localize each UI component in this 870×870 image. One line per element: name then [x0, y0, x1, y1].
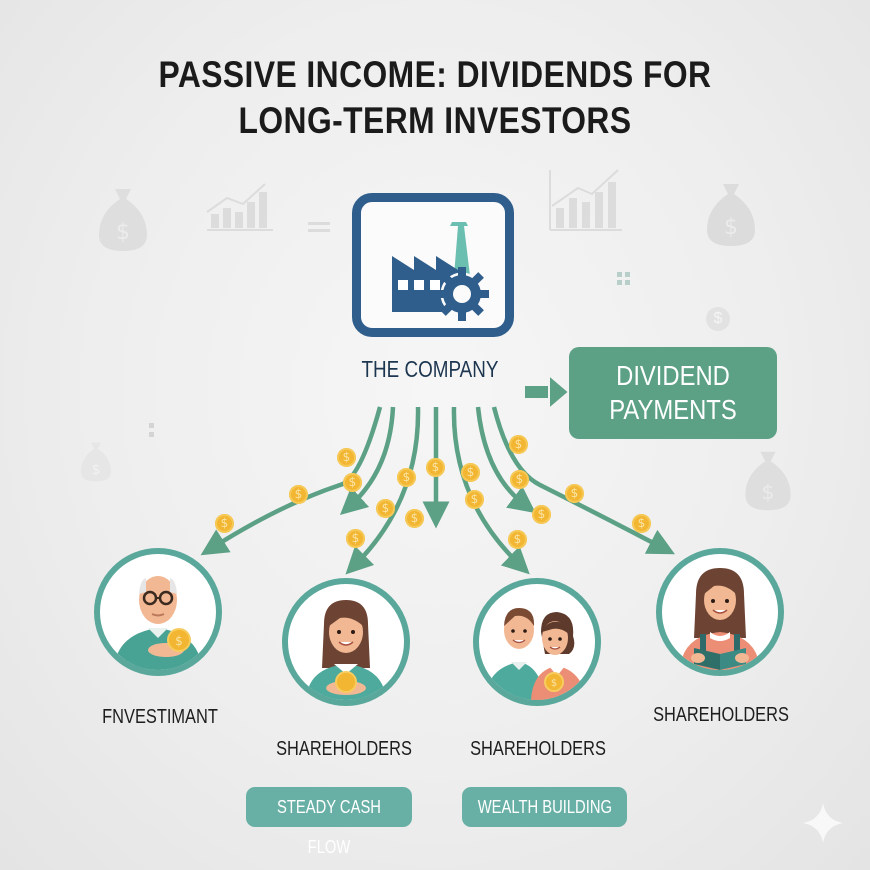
company-label: THE COMPANY [361, 356, 499, 382]
sparkle-icon [803, 803, 843, 843]
svg-text:$: $ [116, 220, 130, 245]
coin-icon [565, 484, 584, 503]
coin-icon [346, 529, 365, 548]
woman-holding-coin-icon [306, 600, 386, 700]
svg-text:$: $ [92, 462, 101, 478]
svg-text:$: $ [551, 678, 557, 689]
benefit-pill-steady-cash-flow: STEADY CASH FLOW [246, 787, 412, 857]
recipient-avatar-woman [282, 578, 410, 706]
pill-label: WEALTH BUILDING [477, 797, 612, 817]
dividend-line-1: DIVIDEND [616, 360, 730, 391]
growth-chart-icon [549, 169, 622, 231]
money-bag-icon: $ [80, 442, 112, 482]
coin-icon [508, 530, 527, 549]
recipient-label: SHAREHOLDERS [276, 738, 412, 760]
coin-icon [510, 470, 529, 489]
equals-decoration [308, 222, 330, 225]
grid-dots-decoration [149, 423, 154, 428]
coin-icon [461, 463, 480, 482]
grid-dots-decoration [617, 272, 622, 277]
recipient-avatar-girl-reading [656, 548, 784, 676]
coin-icon [632, 514, 651, 533]
coin-icon [289, 485, 308, 504]
company-icon-box [352, 193, 514, 337]
coin-icon [376, 499, 395, 518]
coin-icon [426, 458, 445, 477]
factory-gear-icon [392, 222, 489, 321]
recipient-label: SHAREHOLDERS [653, 704, 789, 726]
coin-icon [509, 435, 528, 454]
coin-icon [465, 490, 484, 509]
money-bag-icon: $ [99, 189, 147, 251]
page-title: PASSIVE INCOME: DIVIDENDS FOR LONG-TERM … [61, 52, 809, 144]
title-line-1: PASSIVE INCOME: DIVIDENDS FOR [158, 54, 712, 95]
growth-chart-icon [206, 183, 273, 231]
coin-icon [532, 505, 551, 524]
elderly-man-holding-coin-icon: $ [114, 576, 202, 670]
money-bag-icon: $ [745, 451, 791, 511]
coin-icon [215, 514, 234, 533]
recipient-label: FNVESTIMANT [102, 706, 218, 728]
benefit-pill-wealth-building: WEALTH BUILDING [462, 787, 627, 827]
coin-icon [397, 468, 416, 487]
coin-icon [337, 448, 356, 467]
recipient-avatar-couple: $ [473, 578, 601, 706]
coin-icon [343, 473, 362, 492]
recipient-label: SHAREHOLDERS [470, 738, 606, 760]
recipient-avatar-elderly-man: $ [94, 548, 222, 676]
coin-icon [405, 509, 424, 528]
svg-text:$: $ [761, 480, 774, 504]
couple-with-coin-icon: $ [485, 608, 587, 700]
svg-text:$: $ [724, 215, 738, 240]
arrow-right-icon [525, 375, 571, 409]
svg-text:$: $ [175, 634, 183, 648]
faint-coin-decoration: $ [706, 307, 730, 331]
title-line-2: LONG-TERM INVESTORS [238, 100, 632, 141]
money-bag-icon: $ [707, 184, 755, 246]
dividend-payments-box: DIVIDEND PAYMENTS [569, 347, 777, 439]
dividend-line-2: PAYMENTS [609, 394, 737, 425]
girl-reading-book-icon [680, 568, 760, 670]
pill-label: STEADY CASH FLOW [277, 797, 381, 857]
